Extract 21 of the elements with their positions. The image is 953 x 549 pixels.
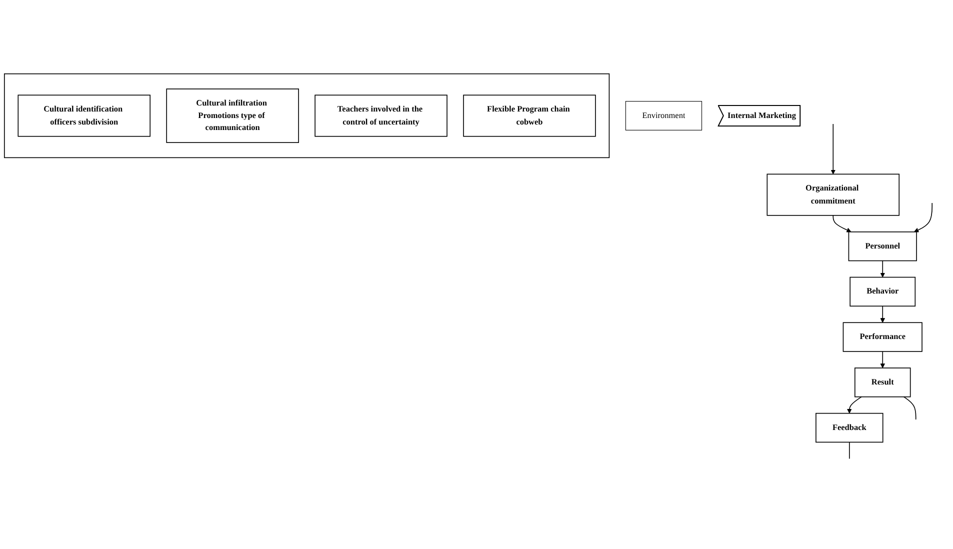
arrow — [914, 202, 933, 232]
arrow — [846, 396, 862, 414]
node-box: Cultural infiltration Promotions type of communication — [166, 88, 299, 143]
node-box: Organizational commitment — [766, 174, 900, 216]
node-box: Personnel — [848, 231, 917, 262]
cluster — [4, 73, 610, 158]
connector — [849, 442, 850, 460]
arrow — [880, 351, 886, 368]
node-box: Teachers involved in the control of uncertainty — [314, 94, 448, 137]
arrow — [880, 306, 886, 323]
arrow — [880, 260, 886, 278]
connector — [903, 396, 916, 420]
node-box: Flexible Program chain cobweb — [463, 94, 596, 137]
node-box: Performance — [842, 322, 922, 352]
node-box: Behavior — [850, 276, 916, 307]
node-box: Result — [854, 368, 911, 398]
node-box: Feedback — [816, 412, 884, 443]
arrow — [832, 214, 852, 232]
node-box: Environment — [625, 101, 702, 130]
node-box: Cultural identification officers subdivision — [18, 94, 151, 137]
arrow — [830, 124, 836, 174]
